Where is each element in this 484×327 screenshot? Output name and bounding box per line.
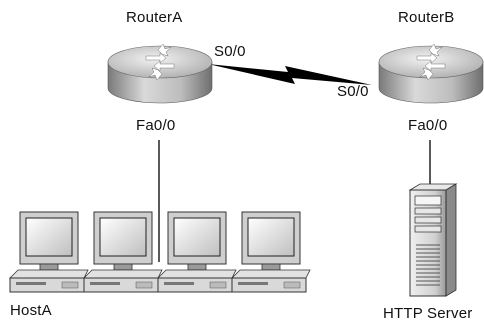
- server-icon[interactable]: [408, 183, 458, 297]
- router-icon[interactable]: [378, 43, 484, 104]
- workstation-icon[interactable]: [9, 211, 89, 293]
- workstation-icon[interactable]: [157, 211, 237, 293]
- serial-link-bolt: [208, 64, 372, 85]
- workstation-icon[interactable]: [231, 211, 311, 293]
- host-a-label: HostA: [10, 302, 52, 319]
- http-server-label: HTTP Server: [383, 305, 473, 322]
- router-icon[interactable]: [107, 43, 213, 104]
- router-b-label: RouterB: [398, 9, 455, 26]
- router-b-serial-label: S0/0: [337, 83, 369, 100]
- router-b-fa-label: Fa0/0: [408, 117, 448, 134]
- router-a-fa-label: Fa0/0: [136, 117, 176, 134]
- router-a-serial-label: S0/0: [214, 43, 246, 60]
- workstation-icon[interactable]: [83, 211, 163, 293]
- router-a-label: RouterA: [126, 9, 183, 26]
